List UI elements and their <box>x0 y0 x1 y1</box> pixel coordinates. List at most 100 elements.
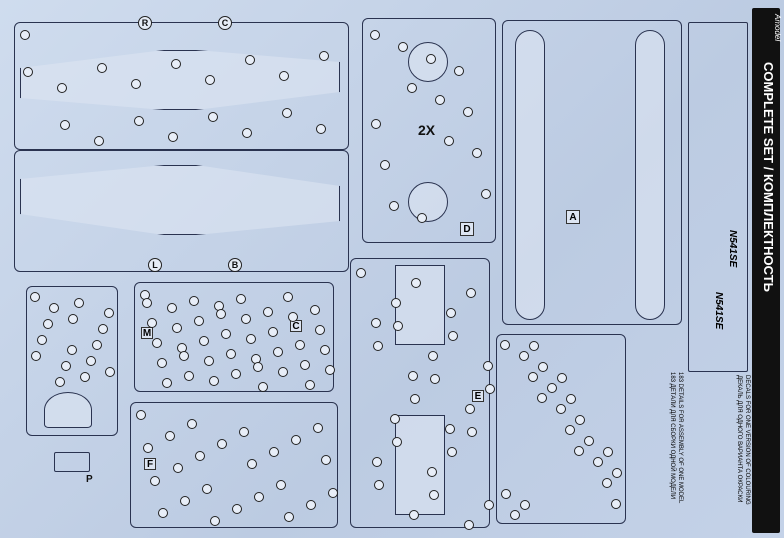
part-number-marker <box>20 30 30 40</box>
part-number-marker <box>510 510 520 520</box>
fuselage-half <box>515 30 545 320</box>
part-number-marker <box>603 447 613 457</box>
part-number-marker <box>226 349 236 359</box>
part-number-marker <box>435 95 445 105</box>
part-number-marker <box>143 443 153 453</box>
part-number-marker <box>105 367 115 377</box>
sprue-label-r: R <box>138 16 152 30</box>
part-number-marker <box>158 508 168 518</box>
part-number-marker <box>427 467 437 477</box>
part-number-marker <box>80 372 90 382</box>
sprue-2x <box>362 18 496 243</box>
part-number-marker <box>179 351 189 361</box>
part-number-marker <box>242 128 252 138</box>
decals-note-en: DECALS FOR ONE VERSION OF COLOURING <box>744 375 750 505</box>
part-number-marker <box>447 447 457 457</box>
part-number-marker <box>31 351 41 361</box>
part-number-marker <box>30 292 40 302</box>
part-number-marker <box>263 307 273 317</box>
part-number-marker <box>465 404 475 414</box>
part-number-marker <box>187 419 197 429</box>
part-number-marker <box>68 314 78 324</box>
part-number-marker <box>168 132 178 142</box>
part-number-marker <box>172 323 182 333</box>
part-number-marker <box>398 42 408 52</box>
part-number-marker <box>611 499 621 509</box>
details-note-en: 183 DETAILS FOR ASSEMBLY OF ONE MODEL <box>677 372 683 504</box>
part-number-marker <box>372 457 382 467</box>
part-number-marker <box>466 288 476 298</box>
propeller-part <box>408 42 448 82</box>
sprue-f <box>130 402 338 528</box>
part-number-marker <box>142 298 152 308</box>
sprue-a <box>502 20 682 325</box>
part-number-marker <box>134 116 144 126</box>
part-number-marker <box>408 371 418 381</box>
part-number-marker <box>195 451 205 461</box>
part-number-marker <box>566 394 576 404</box>
part-number-marker <box>328 488 338 498</box>
part-number-marker <box>501 489 511 499</box>
part-number-marker <box>209 376 219 386</box>
fuselage-half <box>635 30 665 320</box>
part-number-marker <box>300 360 310 370</box>
part-number-marker <box>380 160 390 170</box>
part-number-marker <box>94 136 104 146</box>
sprue-label-m: M <box>141 327 153 339</box>
part-number-marker <box>565 425 575 435</box>
part-number-marker <box>216 309 226 319</box>
sprue-wings-bottom <box>14 150 349 272</box>
part-number-marker <box>464 520 474 530</box>
part-number-marker <box>221 329 231 339</box>
sprue-label-c: C <box>218 16 232 30</box>
part-number-marker <box>371 318 381 328</box>
title-banner <box>752 8 780 533</box>
part-number-marker <box>247 459 257 469</box>
part-number-marker <box>245 55 255 65</box>
sprue-wings-top <box>14 22 349 150</box>
part-number-marker <box>467 427 477 437</box>
part-number-marker <box>104 308 114 318</box>
part-number-marker <box>528 372 538 382</box>
part-number-marker <box>410 394 420 404</box>
part-number-marker <box>315 325 325 335</box>
decals-note-ru: ДЕКАЛЬ ДЛЯ ОДНОГО ВАРИАНТА ОКРАСКИ <box>736 375 742 503</box>
part-number-marker <box>448 331 458 341</box>
sprue-label-f: F <box>144 458 156 470</box>
propeller-part <box>408 182 448 222</box>
part-number-marker <box>484 500 494 510</box>
part-number-marker <box>279 71 289 81</box>
part-number-marker <box>241 314 251 324</box>
part-number-marker <box>167 303 177 313</box>
part-number-marker <box>165 431 175 441</box>
part-number-marker <box>60 120 70 130</box>
part-number-marker <box>291 435 301 445</box>
sprue-label-b: B <box>228 258 242 272</box>
part-number-marker <box>246 334 256 344</box>
part-number-marker <box>253 362 263 372</box>
sprue-label-e: E <box>472 390 484 402</box>
part-number-marker <box>204 356 214 366</box>
part-number-marker <box>150 476 160 486</box>
part-number-marker <box>313 423 323 433</box>
part-number-marker <box>171 59 181 69</box>
tail-part <box>395 265 445 345</box>
part-number-marker <box>584 436 594 446</box>
part-number-marker <box>173 463 183 473</box>
part-number-marker <box>162 378 172 388</box>
part-number-marker <box>57 83 67 93</box>
part-number-marker <box>205 75 215 85</box>
part-number-marker <box>136 410 146 420</box>
part-number-marker <box>276 480 286 490</box>
sprue-label-a: A <box>566 210 580 224</box>
part-number-marker <box>463 107 473 117</box>
part-number-marker <box>575 415 585 425</box>
part-number-marker <box>37 335 47 345</box>
part-number-marker <box>306 500 316 510</box>
part-number-marker <box>310 305 320 315</box>
part-number-marker <box>152 338 162 348</box>
sprue-label-p: P <box>86 474 93 485</box>
part-number-marker <box>321 455 331 465</box>
part-number-marker <box>481 189 491 199</box>
